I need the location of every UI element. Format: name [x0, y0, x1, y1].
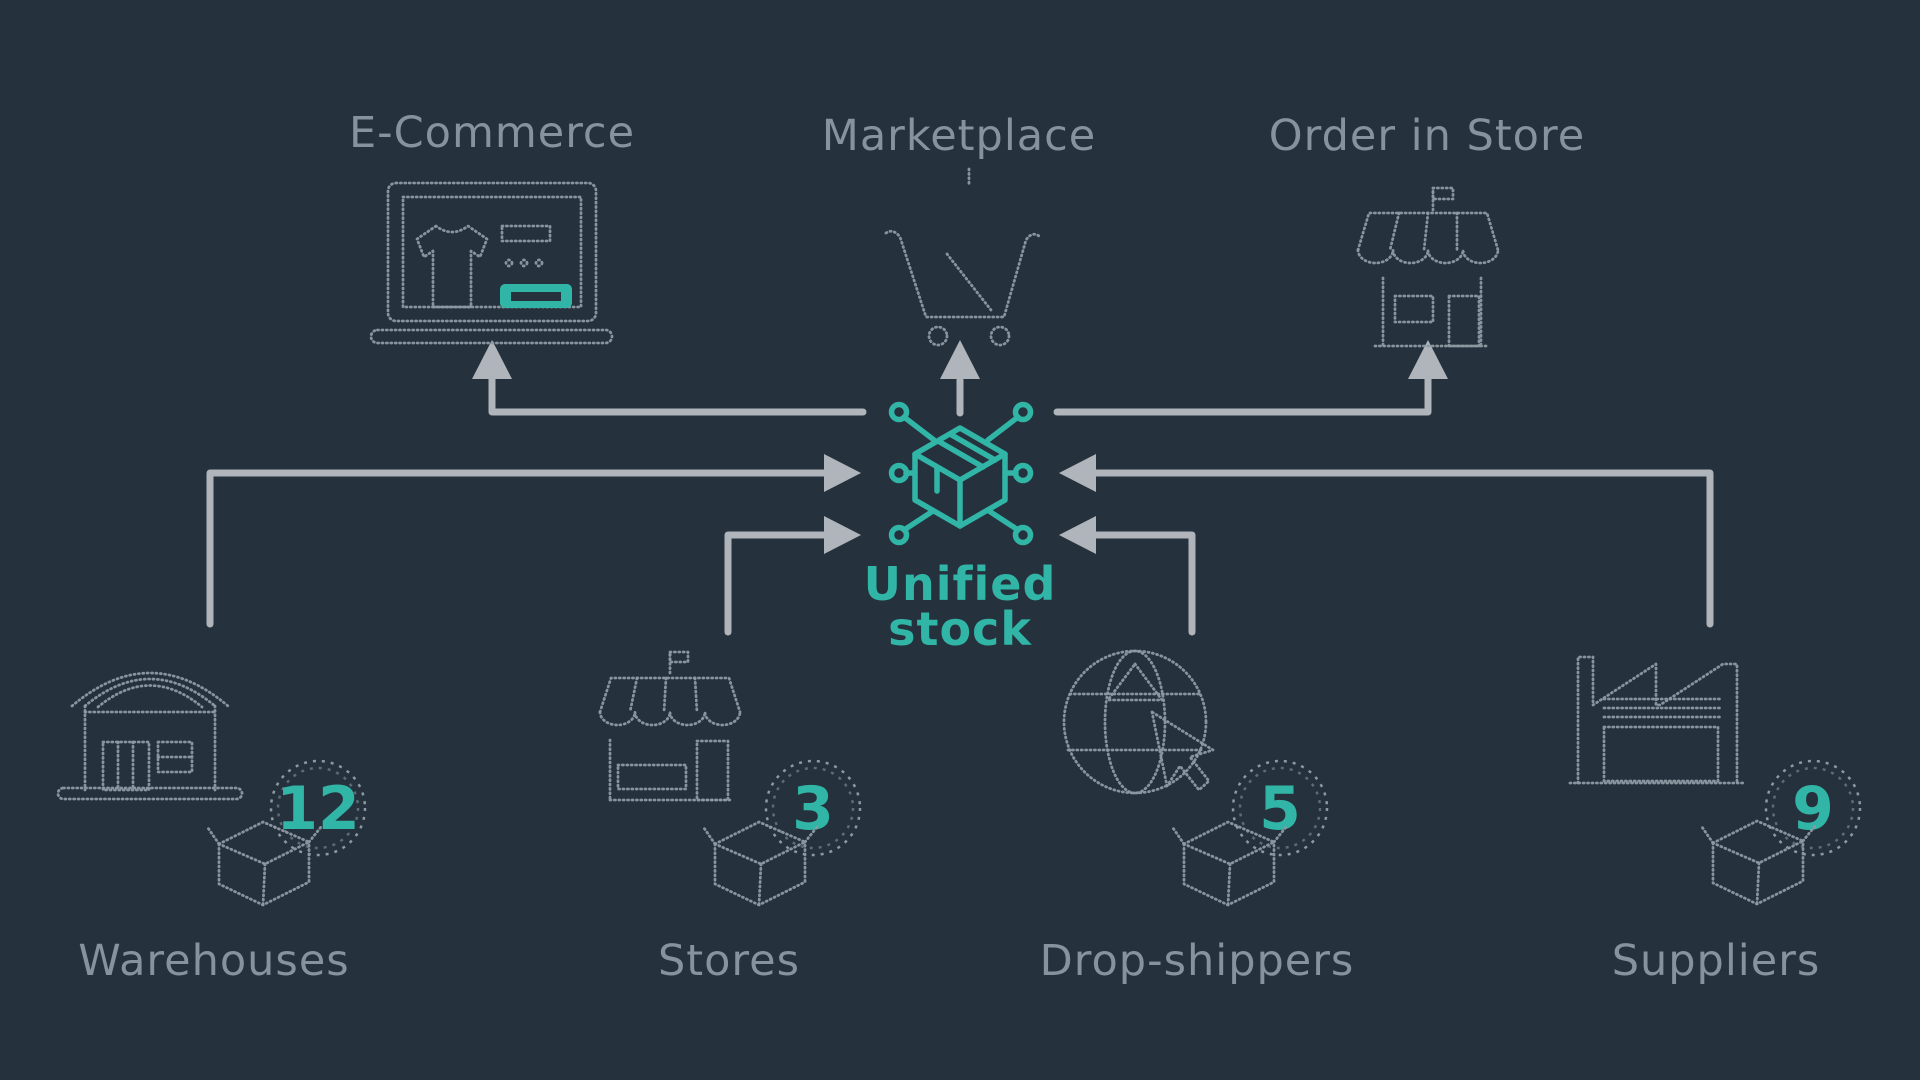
channel-label-order-in-store: Order in Store — [1269, 111, 1585, 161]
count-badge-warehouses: 12 — [269, 759, 367, 857]
package-box-icon-stores — [702, 820, 819, 907]
arrow-drop-shippers-to-center — [1059, 516, 1196, 636]
count-drop-shippers: 5 — [1259, 774, 1301, 844]
source-label-drop-shippers: Drop-shippers — [1040, 936, 1355, 986]
package-box-icon-drop-shippers — [1171, 820, 1288, 907]
center-label-line2: stock — [888, 602, 1032, 656]
warehouse-icon — [56, 671, 244, 801]
arrow-center-to-order-in-store — [1053, 340, 1448, 416]
source-label-warehouses: Warehouses — [78, 936, 349, 986]
source-label-suppliers: Suppliers — [1612, 936, 1821, 986]
channel-label-ecommerce: E-Commerce — [349, 108, 635, 158]
store-icon — [598, 650, 742, 802]
connectors — [206, 340, 1714, 636]
count-badge-stores: 3 — [764, 759, 862, 857]
count-warehouses: 12 — [276, 774, 360, 844]
globe-cursor-icon — [1062, 649, 1215, 795]
arrow-warehouses-to-center — [206, 454, 861, 628]
storefront-awning-icon — [1356, 186, 1500, 348]
count-stores: 3 — [792, 774, 834, 844]
channel-label-marketplace: Marketplace — [822, 111, 1097, 161]
package-box-icon-warehouses — [206, 820, 323, 907]
arrow-suppliers-to-center — [1059, 454, 1714, 628]
arrow-center-to-marketplace — [940, 340, 980, 417]
arrow-stores-to-center — [724, 516, 861, 636]
shopping-cart-icon — [884, 167, 1041, 347]
arrow-center-to-ecommerce — [472, 340, 867, 416]
center-label-line1: Unified — [864, 557, 1057, 611]
package-box-icon-suppliers — [1700, 819, 1817, 906]
count-badge-suppliers: 9 — [1764, 759, 1862, 857]
source-label-stores: Stores — [658, 936, 800, 986]
laptop-shop-icon — [369, 181, 614, 345]
count-badge-drop-shippers: 5 — [1231, 759, 1329, 857]
factory-icon — [1568, 655, 1746, 785]
count-suppliers: 9 — [1792, 774, 1834, 844]
unified-stock-icon — [888, 401, 1034, 546]
cursor-icon — [1150, 710, 1215, 792]
